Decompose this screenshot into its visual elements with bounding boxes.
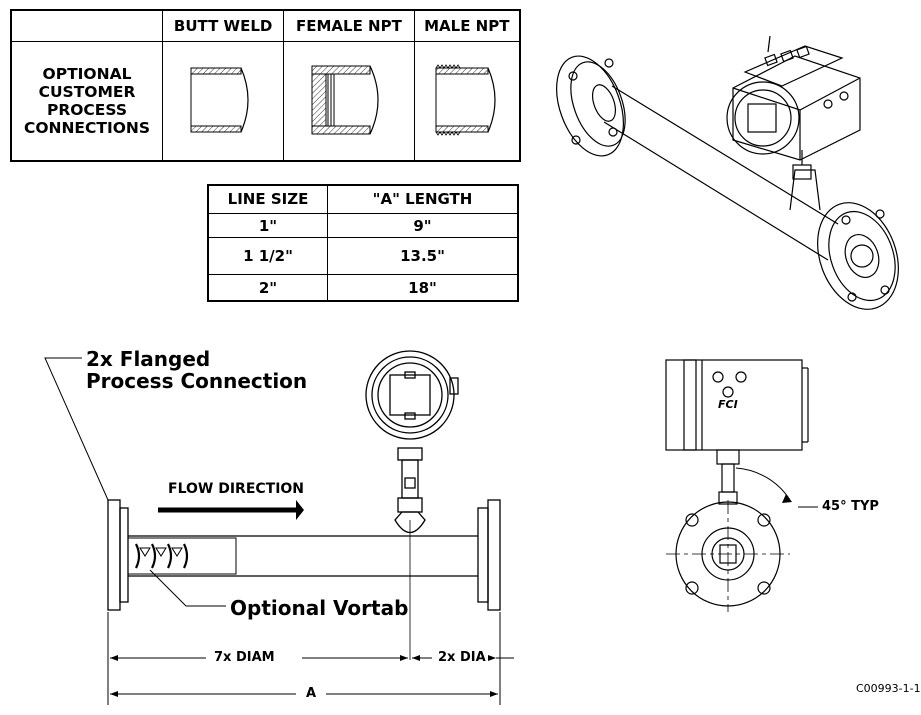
a-length-cell: 18" bbox=[327, 274, 519, 302]
flanged-label-line-2: Process Connection bbox=[86, 369, 308, 393]
two-diameter-label: 2x DIA bbox=[438, 650, 486, 665]
flow-arrow-head bbox=[296, 500, 304, 520]
table-row: 1" 9" bbox=[207, 212, 519, 239]
butt-weld-drawing bbox=[190, 67, 249, 133]
optional-vortab-label: Optional Vortab bbox=[230, 596, 409, 620]
flanged-connection-label: 2x Flanged Process Connection bbox=[86, 348, 307, 392]
row-label-optional-connections: OPTIONAL CUSTOMER PROCESS CONNECTIONS bbox=[10, 41, 163, 162]
seven-diameter-label: 7x DIAM bbox=[214, 650, 275, 665]
table-row: 1 1/2" 13.5" bbox=[207, 237, 519, 276]
header-male-npt: MALE NPT bbox=[413, 9, 521, 42]
line-size-table: LINE SIZE "A" LENGTH 1" 9" 1 1/2" 13.5" … bbox=[207, 184, 519, 302]
female-npt-cell bbox=[283, 41, 415, 162]
female-npt-drawing bbox=[311, 65, 379, 135]
line-size-cell: 2" bbox=[207, 274, 328, 302]
table-row: 2" 18" bbox=[207, 274, 519, 302]
row-label-line-2: CUSTOMER bbox=[38, 83, 136, 101]
header-a-length: "A" LENGTH bbox=[327, 184, 519, 214]
flanged-label-line-1: 2x Flanged bbox=[86, 347, 211, 371]
angle-label: 45° TYP bbox=[822, 499, 879, 514]
a-dimension-label: A bbox=[306, 686, 317, 701]
line-size-cell: 1 1/2" bbox=[207, 237, 328, 276]
fci-logo: FCI bbox=[718, 398, 738, 411]
row-label-line-3: PROCESS bbox=[46, 101, 128, 119]
a-length-cell: 9" bbox=[327, 212, 519, 239]
row-label-line-1: OPTIONAL bbox=[42, 65, 132, 83]
side-view-meter bbox=[107, 350, 501, 660]
header-butt-weld: BUTT WELD bbox=[161, 9, 285, 42]
end-view-meter bbox=[665, 359, 818, 612]
row-label-line-4: CONNECTIONS bbox=[23, 119, 151, 137]
line-size-cell: 1" bbox=[207, 212, 328, 239]
drawing-code-label: C00993-1-1 bbox=[856, 682, 921, 695]
male-npt-cell bbox=[413, 41, 521, 162]
isometric-meter-view bbox=[556, 35, 899, 310]
header-line-size: LINE SIZE bbox=[207, 184, 328, 214]
flow-direction-label: FLOW DIRECTION bbox=[168, 481, 305, 497]
male-npt-drawing bbox=[435, 64, 496, 136]
dimension-lines bbox=[107, 612, 514, 705]
flanged-leader-line bbox=[44, 357, 109, 501]
process-connections-table: BUTT WELD FEMALE NPT MALE NPT OPTIONAL C… bbox=[10, 9, 521, 162]
vortab-leader-line bbox=[149, 569, 226, 607]
butt-weld-cell bbox=[161, 41, 285, 162]
